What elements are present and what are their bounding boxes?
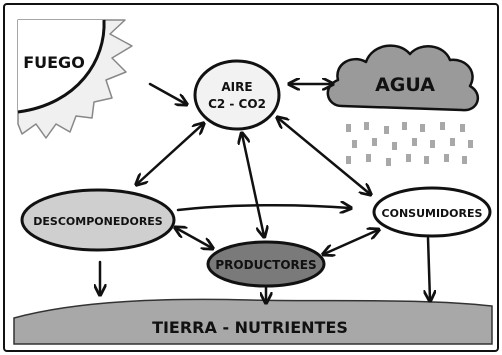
descomponedores-node bbox=[20, 188, 176, 252]
consumidores-label: CONSUMIDORES bbox=[382, 207, 483, 220]
arrow-descomponedores-consumidores bbox=[176, 205, 350, 210]
arrow-aire-productores bbox=[242, 134, 264, 236]
arrow-aire-consumidores bbox=[278, 118, 370, 194]
fuego-label: FUEGO bbox=[23, 53, 85, 72]
sun-icon bbox=[17, 19, 133, 139]
aire-node bbox=[193, 59, 281, 131]
arrow-consumidores-tierra bbox=[428, 236, 430, 300]
descomponedores-label: DESCOMPONEDORES bbox=[33, 215, 163, 228]
consumidores-node bbox=[372, 186, 492, 238]
productores-label: PRODUCTORES bbox=[215, 258, 316, 272]
arrow-descomponedores-productores bbox=[176, 228, 212, 248]
tierra-label: TIERRA - NUTRIENTES bbox=[152, 318, 348, 337]
arrow-productores-consumidores bbox=[324, 230, 378, 254]
agua-label: AGUA bbox=[375, 74, 435, 96]
aire-label: AIRE bbox=[221, 80, 252, 94]
arrow-fuego-aire bbox=[148, 82, 186, 104]
cloud-icon bbox=[326, 44, 480, 112]
arrow-aire-descomponedores bbox=[137, 124, 203, 184]
ground-shape bbox=[13, 298, 493, 345]
connection-arrows bbox=[100, 84, 430, 302]
productores-node bbox=[206, 240, 326, 288]
aire-formula-label: C2 - CO2 bbox=[208, 97, 266, 111]
